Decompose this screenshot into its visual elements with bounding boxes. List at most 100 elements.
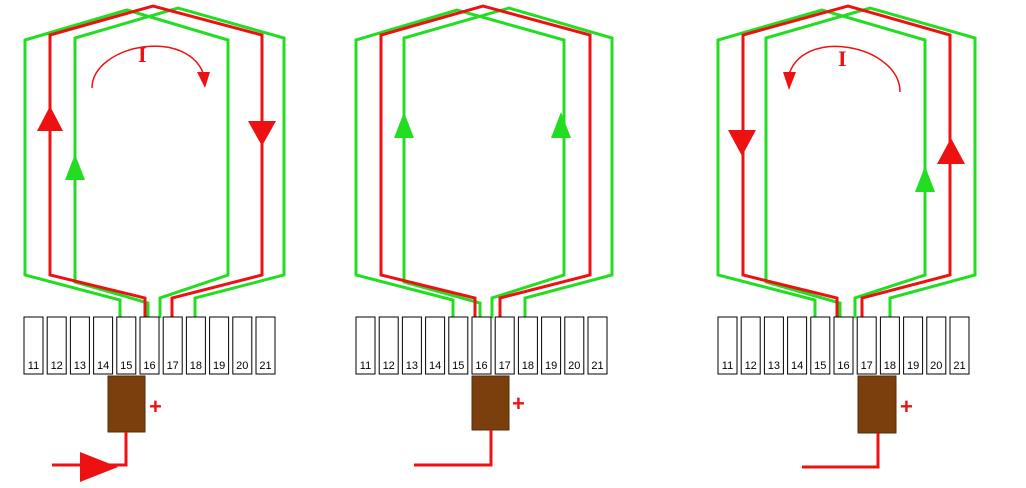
commutator-segment bbox=[255, 316, 276, 375]
commutator-segment bbox=[139, 316, 160, 375]
commutator-segment bbox=[879, 316, 900, 375]
commutator-segment bbox=[517, 316, 538, 375]
segment-number: 16 bbox=[143, 360, 155, 372]
commutator-segment bbox=[494, 316, 515, 375]
green-coil-outer bbox=[23, 8, 230, 318]
commutator-segment bbox=[564, 316, 585, 375]
segment-number: 18 bbox=[190, 360, 202, 372]
current-arc-clockwise bbox=[91, 45, 206, 89]
green-arrow-up bbox=[65, 154, 85, 180]
commutator-segment bbox=[926, 316, 947, 375]
commutator-segment bbox=[471, 316, 492, 375]
red-arrow-up bbox=[937, 138, 965, 164]
commutator-segment bbox=[185, 316, 206, 375]
commutator-segment bbox=[162, 316, 183, 375]
commutator-segment bbox=[787, 316, 808, 375]
segment-number: 21 bbox=[953, 360, 965, 372]
segment-number: 21 bbox=[591, 360, 603, 372]
green-coil-outer bbox=[716, 8, 927, 318]
commutator-segment bbox=[69, 316, 90, 375]
segment-number: 12 bbox=[51, 360, 63, 372]
segment-number: 11 bbox=[722, 360, 733, 372]
brush-lead bbox=[52, 432, 128, 467]
current-arc-counterclockwise bbox=[787, 45, 901, 93]
segment-number: 11 bbox=[28, 360, 39, 372]
segment-number: 14 bbox=[97, 360, 109, 372]
segment-number: 16 bbox=[475, 360, 487, 372]
commutator-segment bbox=[949, 316, 970, 375]
commutator-segment bbox=[448, 316, 469, 375]
segment-number: 19 bbox=[907, 360, 919, 372]
green-arrow-up-right bbox=[551, 112, 571, 138]
commutator-segment bbox=[587, 316, 608, 375]
red-coil bbox=[48, 4, 264, 318]
current-label: I bbox=[838, 46, 847, 71]
current-arc-arrowhead bbox=[197, 72, 210, 88]
commutator-segment bbox=[763, 316, 784, 375]
brush bbox=[857, 375, 897, 434]
commutator-segment bbox=[209, 316, 230, 375]
segment-number: 12 bbox=[745, 360, 757, 372]
green-arrow-up bbox=[915, 166, 935, 192]
commutator-segment bbox=[810, 316, 831, 375]
segment-number: 20 bbox=[568, 360, 580, 372]
commutator-segment bbox=[378, 316, 399, 375]
commutator-segment bbox=[833, 316, 854, 375]
commutator-segment bbox=[232, 316, 253, 375]
segment-number: 21 bbox=[259, 360, 271, 372]
commutator-segment bbox=[93, 316, 114, 375]
green-coil-outer bbox=[354, 8, 566, 318]
red-coil bbox=[379, 4, 592, 318]
segment-number: 18 bbox=[522, 360, 534, 372]
commutator-segment bbox=[23, 316, 44, 375]
segment-number: 12 bbox=[383, 360, 395, 372]
segment-number: 19 bbox=[213, 360, 225, 372]
segment-number: 18 bbox=[884, 360, 896, 372]
commutator-segment bbox=[856, 316, 877, 375]
commutator-segment bbox=[46, 316, 67, 375]
red-coil bbox=[741, 4, 952, 318]
current-arc-arrowhead bbox=[783, 72, 796, 90]
green-arrow-up-left bbox=[394, 112, 414, 138]
red-arrow-down bbox=[728, 130, 756, 156]
segment-number: 17 bbox=[861, 360, 873, 372]
segment-number: 20 bbox=[236, 360, 248, 372]
segment-number: 19 bbox=[545, 360, 557, 372]
segment-number: 14 bbox=[791, 360, 803, 372]
commutator-segment bbox=[355, 316, 376, 375]
commutator-segment bbox=[541, 316, 562, 375]
segment-number: 20 bbox=[930, 360, 942, 372]
green-coil-inner bbox=[73, 6, 286, 318]
brush-lead bbox=[414, 430, 493, 467]
plus-sign: + bbox=[149, 394, 162, 419]
input-arrow bbox=[80, 452, 118, 482]
red-arrow-up bbox=[37, 106, 63, 131]
segment-number: 16 bbox=[837, 360, 849, 372]
plus-sign: + bbox=[512, 391, 525, 416]
segment-number: 17 bbox=[167, 360, 179, 372]
panel-right: I 11 12 13 14 15 16 17 18 19 20 21 + bbox=[716, 4, 977, 469]
red-arrow-down bbox=[248, 121, 276, 146]
segment-number: 17 bbox=[499, 360, 511, 372]
segment-number: 13 bbox=[768, 360, 780, 372]
brush bbox=[471, 375, 510, 431]
commutator-segment bbox=[903, 316, 924, 375]
segment-number: 14 bbox=[429, 360, 441, 372]
commutator-segment bbox=[116, 316, 137, 375]
commutator-segment bbox=[717, 316, 738, 375]
current-label: I bbox=[138, 42, 147, 67]
plus-sign: + bbox=[900, 394, 913, 419]
segment-number: 11 bbox=[360, 360, 371, 372]
segment-number: 15 bbox=[814, 360, 826, 372]
green-coil-inner bbox=[764, 6, 977, 318]
commutator-segment bbox=[425, 316, 446, 375]
segment-number: 15 bbox=[120, 360, 132, 372]
brush bbox=[107, 375, 146, 433]
commutator-segment bbox=[401, 316, 422, 375]
